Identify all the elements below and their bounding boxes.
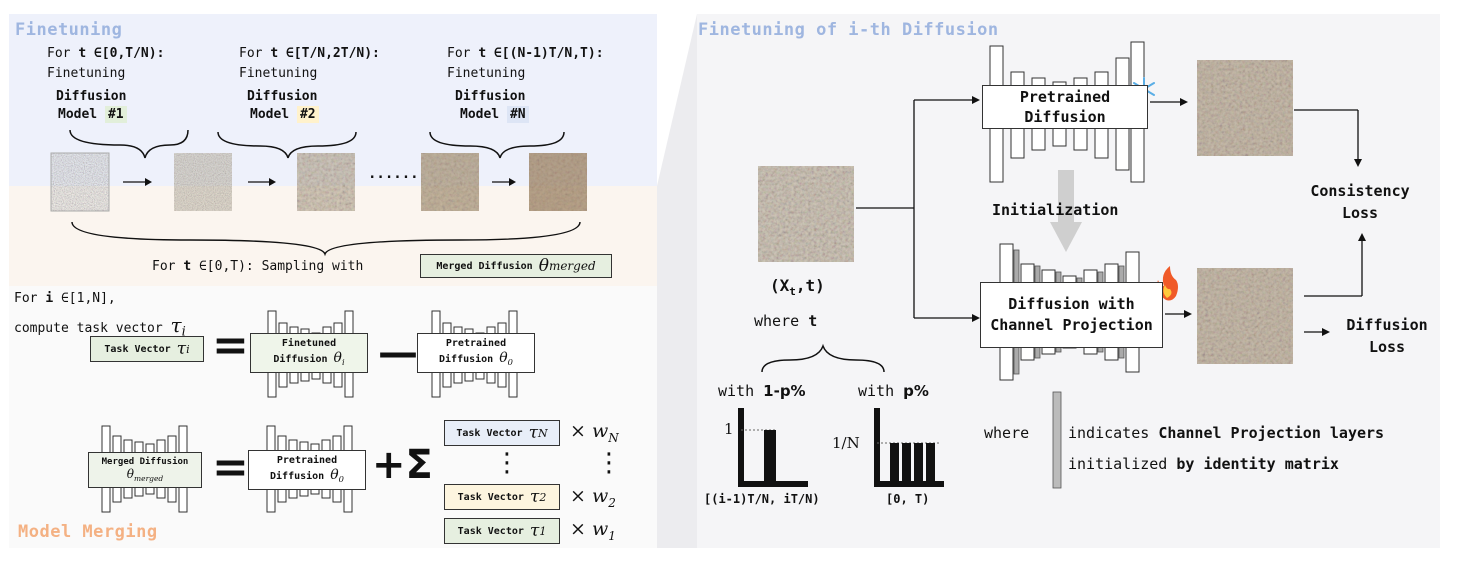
plus-sigma: +Σ <box>372 442 433 488</box>
stage-2-finetuning: Finetuning <box>239 66 318 81</box>
pretrained-diffusion-box-1: Pretrained Diffusion θ0 <box>417 333 535 373</box>
pretrained-diffusion-block: Pretrained Diffusion <box>982 85 1148 129</box>
stage-1-model: Model #1 <box>58 106 127 123</box>
stage-n-range: For t ∈[(N-1)T/N,T): <box>447 46 604 61</box>
stage-1-diffusion: Diffusion <box>56 89 127 104</box>
chart-2-ylabel: 1/N <box>832 434 860 452</box>
with-2-label: with p% <box>858 382 929 400</box>
chart-1-xlabel: [(i-1)T/N, iT/N) <box>704 492 820 506</box>
where-t-label: where t <box>754 312 818 330</box>
weight-1: × w1 <box>570 518 616 543</box>
weight-2: × w2 <box>570 485 616 510</box>
with-1-label: with 1-p% <box>718 382 806 400</box>
diffusion-loss-label: Diffusion Loss <box>1346 316 1428 356</box>
equals-sign-1: = <box>212 320 249 371</box>
minus-sign: — <box>378 330 418 376</box>
merge-compute-line: compute task vector τi <box>14 313 186 340</box>
chart-1-ylabel: 1 <box>724 420 734 438</box>
stage-2-model: Model #2 <box>250 106 319 123</box>
input-label: (Xt,t) <box>770 276 825 299</box>
stage-n-diffusion: Diffusion <box>455 89 526 104</box>
stage-n-model: Model #N <box>460 106 529 123</box>
stage-2-diffusion: Diffusion <box>247 89 318 104</box>
legend-where: where <box>984 424 1030 442</box>
legend-line-2: initialized by identity matrix <box>1068 455 1339 473</box>
sampling-text: For t ∈[0,T): Sampling with <box>152 259 364 274</box>
right-title: Finetuning of i-th Diffusion <box>698 20 999 40</box>
legend-line-1: indicates Channel Projection layers <box>1068 424 1385 442</box>
equals-sign-2: = <box>212 442 249 493</box>
stage-n-finetuning: Finetuning <box>447 66 526 81</box>
stage-1-finetuning: Finetuning <box>47 66 126 81</box>
model-merging-title: Model Merging <box>18 522 158 542</box>
finetuned-diffusion-box: Finetuned Diffusion θi <box>250 333 368 373</box>
channel-projection-block: Diffusion with Channel Projection <box>980 282 1163 348</box>
stage-1-range: For t ∈[0,T/N): <box>47 46 165 61</box>
weight-n: × wN <box>570 420 619 445</box>
chart-2-xlabel: [0, T) <box>886 492 930 506</box>
stage-2-range: For t ∈[T/N,2T/N): <box>239 46 380 61</box>
finetuning-title: Finetuning <box>15 20 123 40</box>
chain-dots: ...... <box>368 166 419 182</box>
merged-diffusion-box: Merged Diffusion θmerged <box>88 452 202 488</box>
finetuning-chain <box>50 129 587 257</box>
vdots-right: ⋮ <box>596 448 622 478</box>
initialization-label: Initialization <box>992 201 1119 219</box>
merge-for-line: For i ∈[1,N], <box>14 291 116 306</box>
consistency-loss-label: Consistency Loss <box>1310 182 1410 222</box>
vdots-left: ⋮ <box>494 448 520 478</box>
pretrained-diffusion-box-2: Pretrained Diffusion θ0 <box>248 450 366 490</box>
